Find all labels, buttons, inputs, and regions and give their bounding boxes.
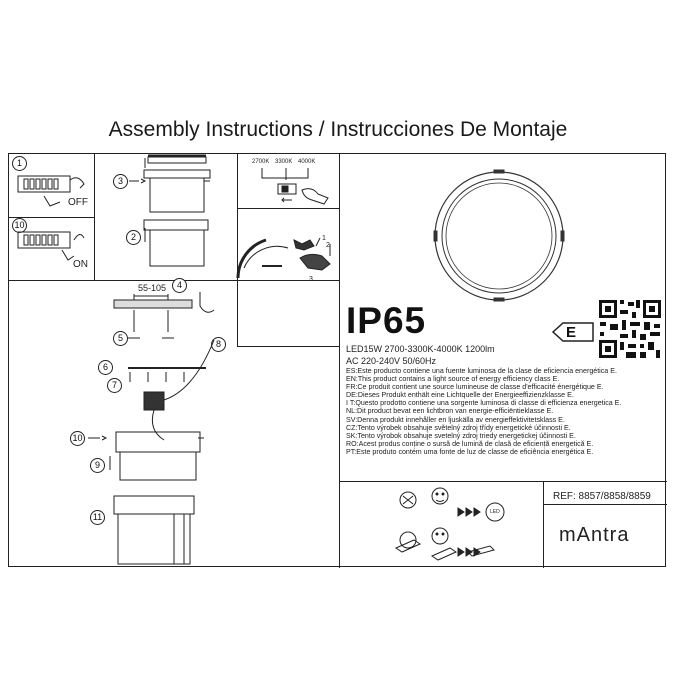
energy-statement: ES:Este producto contiene una fuente lum… [346,367,617,375]
divider [543,481,544,568]
detail-number: 3 [309,276,313,283]
energy-statement: I T:Questo prodotto contiene una sorgent… [346,399,622,408]
detail-number: 1 [322,235,326,242]
ip-rating: IP65 [346,300,427,341]
energy-statement: DE:Dieses Produkt enthält eine Lichtquel… [346,391,574,400]
hole-dimension: 55-105 [138,283,167,293]
off-label: OFF [68,197,88,208]
energy-statement-list: ES:Este producto contiene una fuente lum… [346,367,621,456]
page-title: Assembly Instructions / Instrucciones De… [108,118,568,141]
divider [237,154,238,346]
brand-logo: mAntra [559,524,630,546]
step-number: 2 [126,230,141,245]
energy-statement: CZ:Tento výrobek obsahuje světelný zdroj… [346,423,571,432]
energy-statement: PT:Este produto contém uma fonte de luz … [346,447,594,456]
reference-number: REF: 8857/8858/8859 [553,491,651,502]
instruction-frame [8,153,667,568]
energy-statement: SV:Denna produkt innehåller en ljuskälla… [346,415,565,424]
energy-statement: NL:Dit product bevat een lichtbron van e… [346,407,554,416]
cct-3300-label: 3300K [275,159,293,165]
divider [339,154,340,568]
step-number: 9 [90,458,105,473]
energy-statement: RO:Acest produs conține o sursă de lumin… [346,439,594,448]
divider [94,154,95,280]
step-number: 6 [98,360,113,375]
step-number: 1 [12,156,27,171]
detail-number: 2 [326,242,330,249]
energy-statement: SK:Tento výrobok obsahuje svetelný zdroj… [346,431,576,440]
step-number: 8 [211,337,226,352]
on-label: ON [73,259,88,270]
divider [237,346,339,347]
step-number: 3 [113,174,128,189]
spec-voltage: AC 220-240V 50/60Hz [346,356,437,366]
divider [9,217,94,218]
energy-statement: EN:This product contains a light source … [346,375,560,384]
step-number: 10 [70,431,85,446]
energy-class: E [566,324,577,341]
step-number: 7 [107,378,122,393]
step-number: 4 [172,278,187,293]
spec-power: LED15W 2700-3300K-4000K 1200lm [346,344,495,354]
divider [339,481,667,482]
led-label: LED [490,509,500,515]
divider [237,208,339,209]
step-number: 11 [90,510,105,525]
energy-statement: FR:Ce produit contient une source lumine… [346,383,604,392]
cct-2700-label: 2700K [252,159,270,165]
step-number: 5 [113,331,128,346]
cct-4000-label: 4000K [298,159,316,165]
divider [543,504,667,505]
